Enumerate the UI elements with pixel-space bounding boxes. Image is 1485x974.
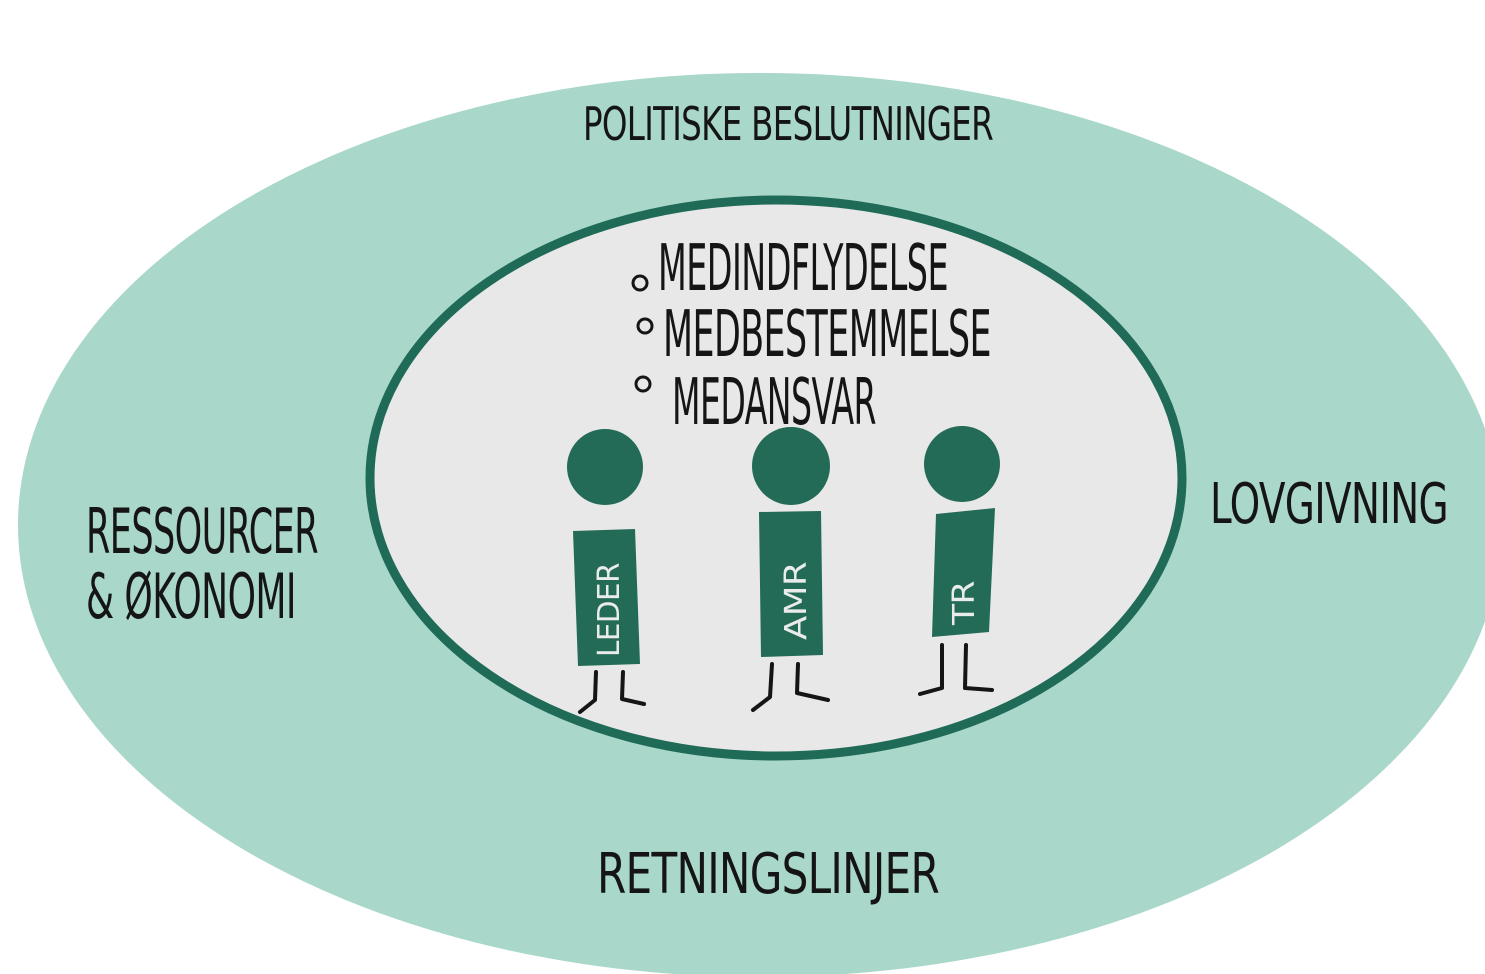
label-guidelines: RETNINGSLINJER: [597, 842, 939, 907]
person-body: [759, 511, 823, 657]
label-resources-line1: RESSOURCER: [86, 495, 318, 568]
label-resources-line2: & ØKONOMI: [86, 560, 296, 633]
bullet-medindflydelse: MEDINDFLYDELSE: [658, 232, 948, 306]
person-leg-right: [795, 662, 830, 702]
person-head: [567, 429, 643, 505]
bullet-list: MEDINDFLYDELSE MEDBESTEMMELSE MEDANSVAR: [631, 232, 992, 440]
bullet-marker: [634, 375, 652, 393]
label-political-decisions: POLITISKE BESLUTNINGER: [583, 97, 993, 151]
person-head: [924, 426, 1000, 502]
person-head: [752, 427, 830, 505]
person-leg-right: [963, 643, 994, 692]
person-leg-right: [620, 670, 646, 706]
bullet-medansvar: MEDANSVAR: [672, 366, 876, 440]
person-leder: LEDER: [567, 429, 646, 714]
person-leg-left: [578, 670, 598, 714]
person-label-tr: TR: [947, 581, 982, 626]
bullet-medbestemmelse: MEDBESTEMMELSE: [663, 298, 991, 372]
person-body: [573, 529, 640, 666]
bullet-marker: [631, 274, 649, 292]
bullet-marker: [636, 317, 654, 335]
person-amr: AMR: [751, 427, 830, 712]
person-leg-left: [751, 662, 774, 712]
person-label-leder: LEDER: [592, 563, 627, 657]
person-label-amr: AMR: [779, 562, 814, 640]
person-body: [932, 508, 995, 637]
person-tr: TR: [918, 426, 1000, 696]
label-legislation: LOVGIVNING: [1210, 472, 1448, 537]
person-leg-left: [918, 643, 944, 696]
